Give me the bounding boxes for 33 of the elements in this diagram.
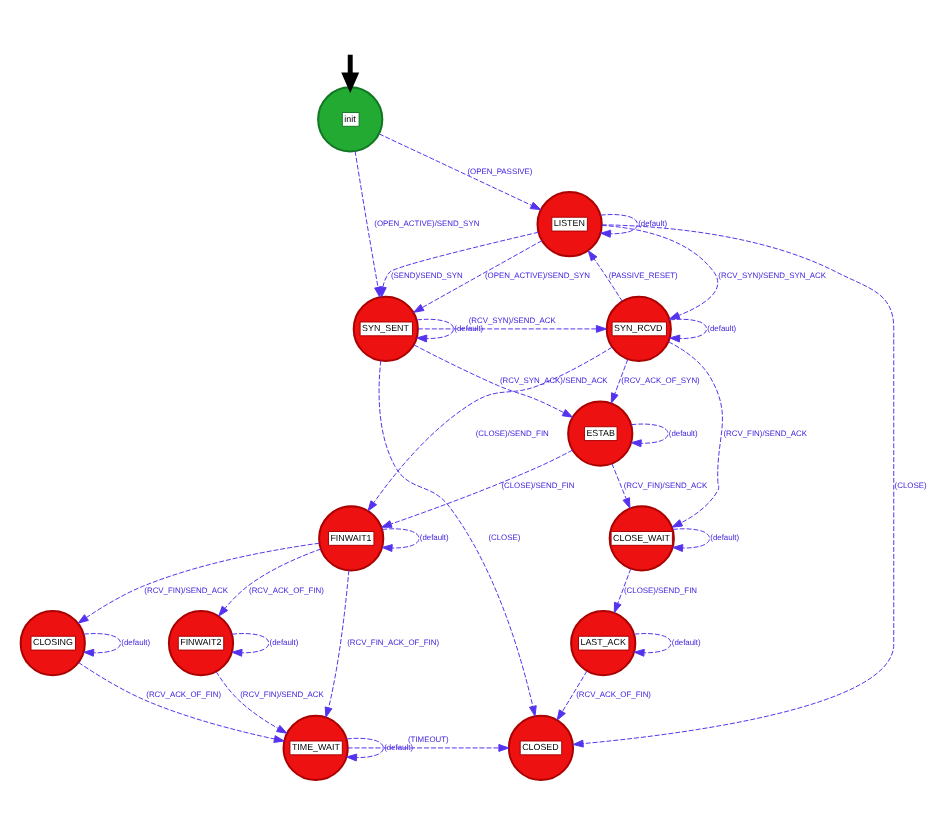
arrow bbox=[413, 240, 543, 313]
arrow bbox=[378, 231, 539, 298]
arrow bbox=[378, 360, 537, 717]
arrow bbox=[601, 224, 719, 320]
arrow bbox=[381, 528, 420, 552]
arrow bbox=[378, 133, 542, 211]
arrow bbox=[218, 548, 322, 617]
arrow bbox=[416, 318, 454, 343]
arrow bbox=[77, 542, 320, 624]
arrow bbox=[346, 737, 384, 762]
arrow bbox=[417, 324, 607, 333]
arrow bbox=[347, 743, 510, 752]
arrow bbox=[672, 528, 710, 552]
arrow bbox=[367, 346, 613, 512]
arrow bbox=[381, 449, 574, 528]
arrow bbox=[324, 570, 350, 718]
arrow bbox=[215, 671, 288, 734]
arrow bbox=[630, 423, 669, 448]
arrow bbox=[341, 54, 360, 94]
arrow bbox=[633, 633, 672, 657]
arrow bbox=[613, 568, 632, 614]
arrow bbox=[572, 224, 895, 748]
arrow bbox=[669, 318, 707, 343]
arrow bbox=[83, 633, 121, 657]
arrow bbox=[413, 344, 574, 418]
arrow bbox=[610, 358, 629, 404]
arrow bbox=[556, 670, 588, 721]
arrow bbox=[600, 214, 638, 238]
arrow bbox=[587, 250, 623, 302]
arrow bbox=[668, 341, 723, 528]
arrow bbox=[78, 662, 285, 743]
arrow bbox=[611, 463, 631, 509]
arrow bbox=[231, 633, 270, 657]
